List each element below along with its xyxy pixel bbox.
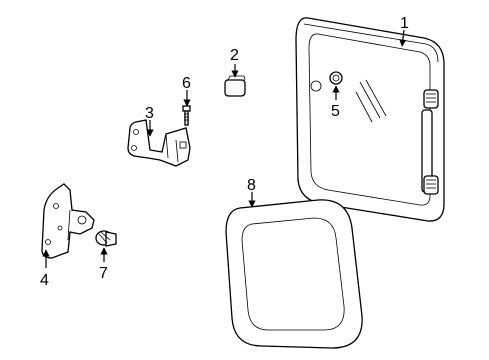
callout-6: 6 [182, 75, 191, 92]
part-1-window-glass [295, 17, 445, 222]
callout-4: 4 [40, 272, 49, 289]
part-3-latch-bracket [127, 119, 191, 167]
part-4-hinge [41, 183, 95, 259]
part-5-grommet [329, 71, 343, 85]
callout-3: 3 [145, 105, 154, 122]
part-7-clip [95, 230, 117, 247]
part-6-screw [182, 105, 191, 126]
callout-5: 5 [331, 103, 340, 120]
part-2-cap [224, 75, 246, 97]
callout-1: 1 [400, 15, 409, 32]
callout-7: 7 [99, 265, 108, 282]
callout-8: 8 [247, 177, 256, 194]
callout-2: 2 [230, 47, 239, 64]
leader-1 [399, 29, 407, 47]
part-8-weatherstrip [225, 199, 363, 349]
